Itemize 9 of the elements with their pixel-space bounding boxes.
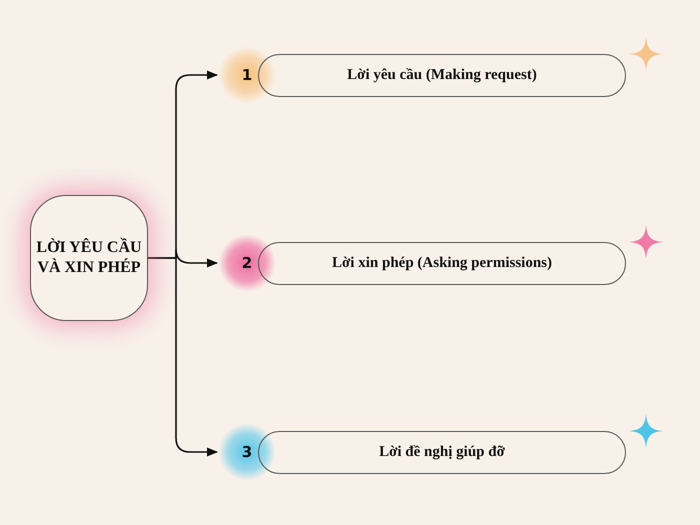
item-label: Lời xin phép (Asking permissions) <box>332 254 552 274</box>
item-label: Lời đề nghị giúp đỡ <box>379 443 505 462</box>
topic-box <box>30 195 148 321</box>
item-number: 1 <box>242 68 252 82</box>
topic-title: LỜI YÊU CẦU VÀ XIN PHÉP <box>35 238 143 278</box>
item-label: Lời yêu cầu (Making request) <box>347 66 537 86</box>
item-number: 3 <box>242 444 252 460</box>
item-number: 2 <box>242 256 252 270</box>
arrow <box>148 257 218 456</box>
